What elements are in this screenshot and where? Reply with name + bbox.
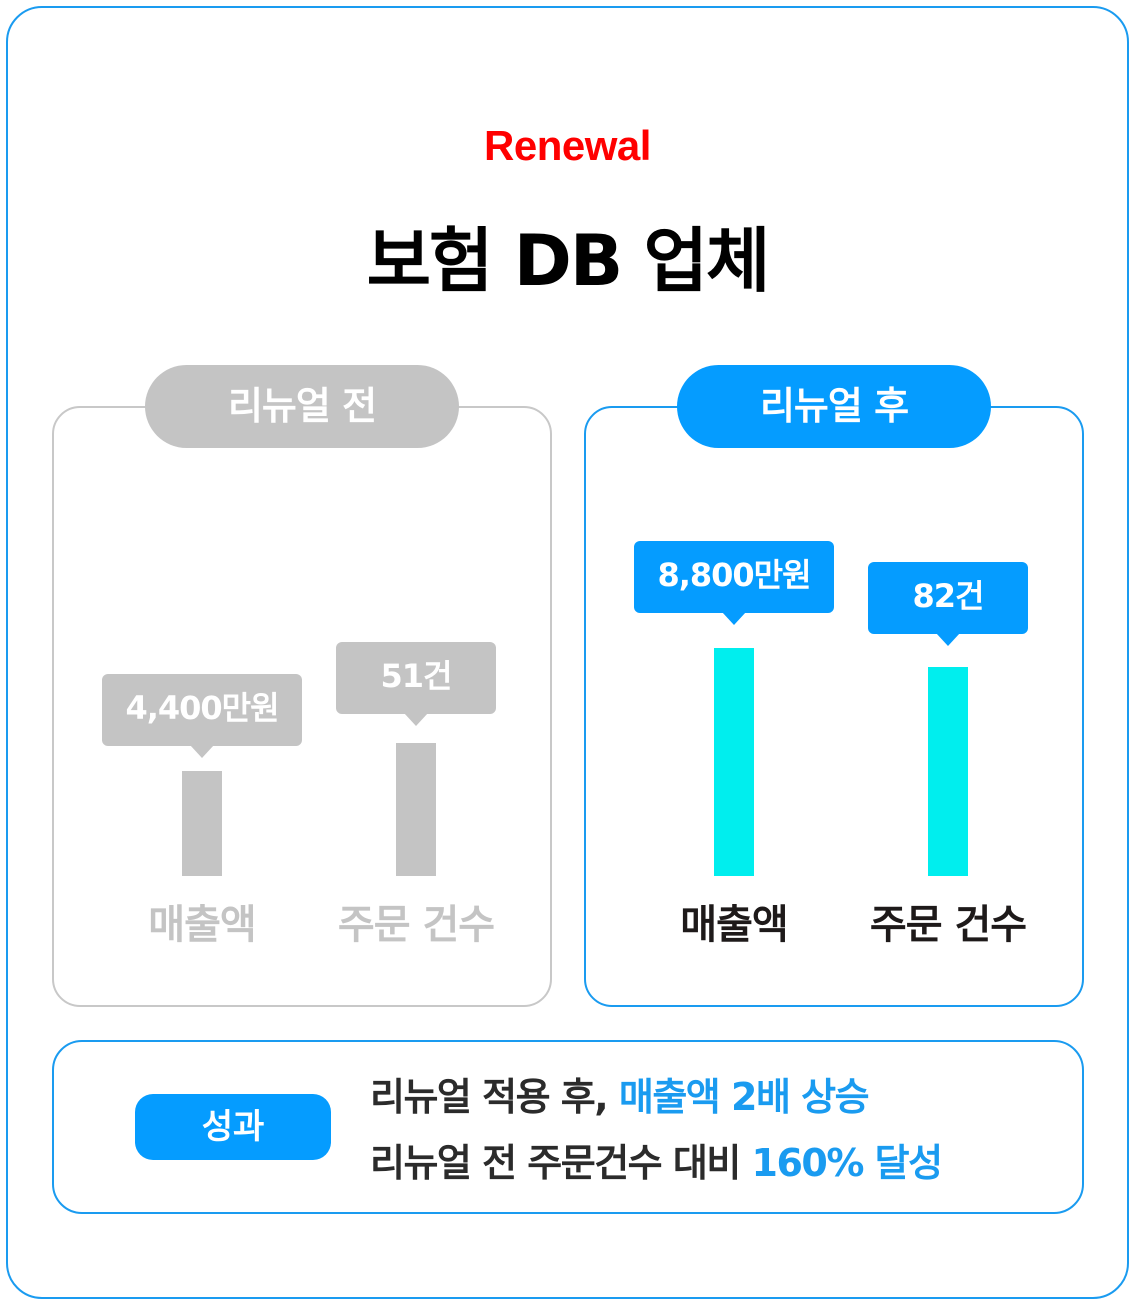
result-line-1-text: 리뉴얼 적용 후, (370, 1075, 619, 1119)
result-line-2-highlight: 160% 달성 (751, 1141, 944, 1185)
after-revenue-value-callout: 8,800만원 (634, 541, 834, 625)
before-revenue-category: 매출액 (148, 902, 256, 948)
before-orders-bar (396, 743, 436, 876)
before-orders-category: 주문 건수 (337, 902, 495, 948)
after-orders-category: 주문 건수 (869, 902, 1027, 948)
after-revenue-bar (714, 648, 754, 876)
result-line-1-highlight: 매출액 2배 상승 (618, 1075, 870, 1119)
result-badge: 성과 (135, 1094, 331, 1160)
after-panel (584, 406, 1084, 1007)
before-revenue-bar (182, 771, 222, 876)
after-panel-label: 리뉴얼 후 (677, 365, 991, 448)
result-line-1: 리뉴얼 적용 후, 매출액 2배 상승 (370, 1066, 870, 1121)
before-revenue-value-callout: 4,400만원 (102, 674, 302, 758)
after-orders-bar (928, 667, 968, 876)
after-orders-value-callout: 82건 (868, 562, 1028, 646)
page-title: 보험 DB 업체 (366, 220, 771, 302)
before-panel-label: 리뉴얼 전 (145, 365, 459, 448)
after-revenue-category: 매출액 (680, 902, 788, 948)
result-line-2-text: 리뉴얼 전 주문건수 대비 (370, 1141, 752, 1185)
before-orders-value-callout: 51건 (336, 642, 496, 726)
eyebrow-label: Renewal (484, 122, 651, 169)
result-line-2: 리뉴얼 전 주문건수 대비 160% 달성 (370, 1132, 944, 1187)
